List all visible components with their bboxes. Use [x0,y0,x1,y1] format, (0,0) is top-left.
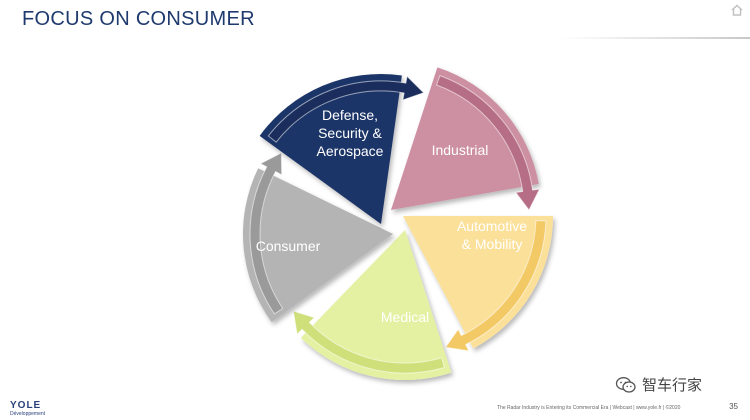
label-industrial: Industrial [432,142,489,158]
page-number: 35 [729,402,738,411]
label-defense: Defense,Security &Aerospace [317,107,384,159]
segment-defense [391,67,539,210]
wechat-icon [615,376,636,393]
label-automotive: Automotive& Mobility [457,218,527,252]
logo-subtext: Développement [10,411,46,417]
arrow-consumer [267,75,425,143]
label-medical: Medical [381,309,429,325]
home-icon[interactable] [730,3,744,17]
yole-logo: YOLE Développement [10,395,45,417]
watermark-text: 智车行家 [642,376,703,394]
logo-text: YOLE [10,400,42,411]
slide-title: FOCUS ON CONSUMER [22,8,255,30]
footer-caption: The Radar Industry is Entering its Comme… [497,405,681,411]
watermark: 智车行家 [615,374,702,395]
arrow-defense [435,74,541,211]
segment-medical [243,168,393,323]
segment-automotive [300,230,452,380]
arrow-industrial [444,220,547,352]
segment-industrial [403,216,553,349]
arrow-automotive [292,310,446,374]
label-consumer: Consumer [256,238,321,254]
arrow-medical [249,152,284,315]
title-divider [560,37,750,39]
